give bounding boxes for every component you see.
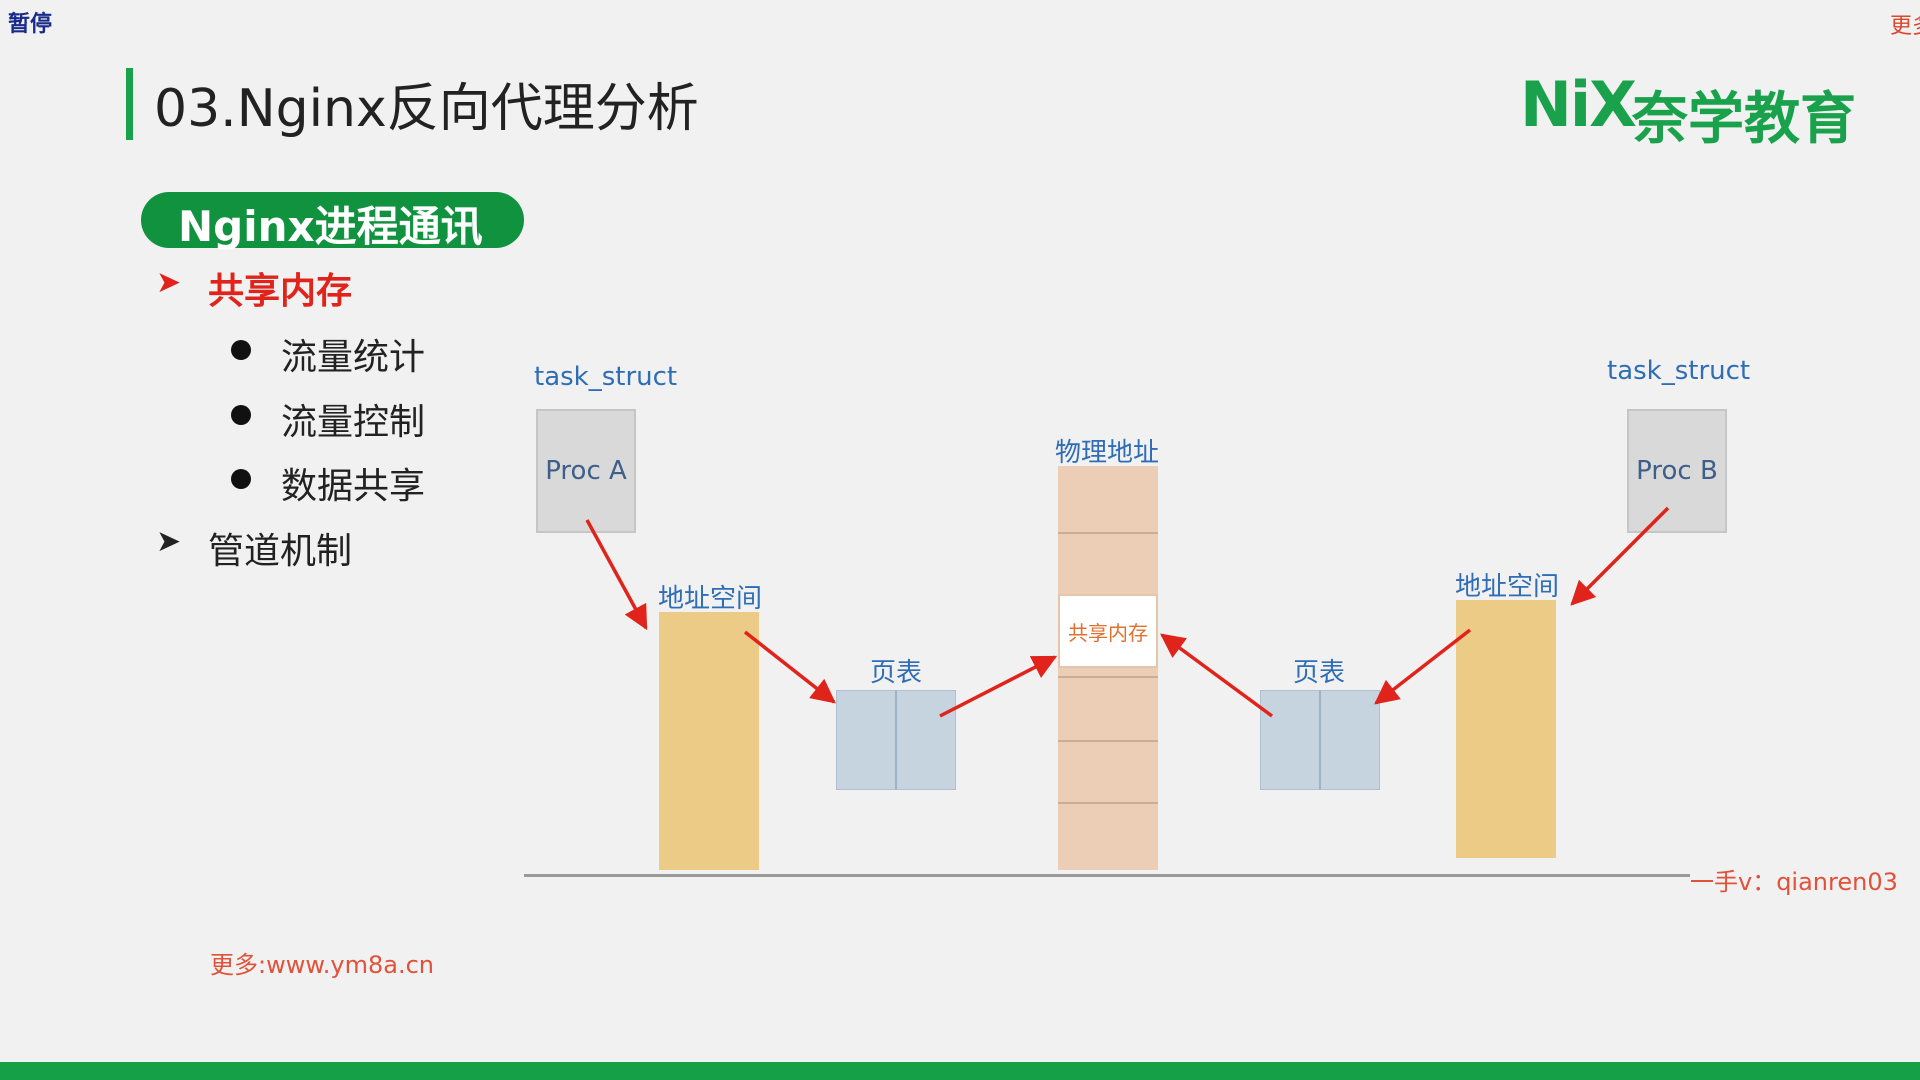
- physical-page-line: [1058, 802, 1158, 804]
- outline-item-shared-memory: 共享内存: [208, 271, 353, 312]
- page-table-divider: [1319, 690, 1321, 790]
- address-space-label-right: 地址空间: [1455, 572, 1560, 602]
- proc-a-box: Proc A: [536, 409, 636, 533]
- physical-page-line: [1058, 740, 1158, 742]
- arrow-address-space-to-page-table-right: [1374, 628, 1472, 705]
- more-link-corner[interactable]: 更多: [1890, 14, 1920, 39]
- shared-memory-cell: 共享内存: [1058, 594, 1158, 668]
- proc-a-label: Proc A: [545, 456, 627, 486]
- section-title: Nginx进程通讯: [178, 202, 483, 251]
- diagram-baseline: [524, 874, 1690, 877]
- arrow-page-table-left-to-shared-memory: [939, 655, 1058, 718]
- shared-memory-label: 共享内存: [1068, 620, 1148, 645]
- page-table-divider: [895, 690, 897, 790]
- bullet-icon: [231, 469, 251, 489]
- wechat-watermark: 一手v：qianren03: [1690, 868, 1898, 896]
- title-accent-bar: [126, 68, 133, 140]
- page-title: 03.Nginx反向代理分析: [154, 79, 699, 139]
- subitem-traffic-stats: 流量统计: [281, 337, 426, 378]
- page-table-label-left: 页表: [870, 658, 923, 688]
- arrow-proc-a-to-address-space: [585, 519, 648, 631]
- physical-page-line: [1058, 676, 1158, 678]
- bullet-icon: [231, 340, 251, 360]
- outline-item-pipe-mechanism: 管道机制: [208, 531, 353, 572]
- subitem-traffic-control: 流量控制: [281, 402, 426, 443]
- arrow-address-space-to-page-table-left: [743, 630, 836, 704]
- arrow-right-icon: ➤: [156, 524, 182, 559]
- address-space-right: [1456, 600, 1556, 858]
- physical-page-line: [1058, 532, 1158, 534]
- arrow-proc-b-to-address-space: [1570, 506, 1670, 606]
- page-table-label-right: 页表: [1293, 658, 1346, 688]
- subitem-data-sharing: 数据共享: [281, 466, 426, 507]
- task-struct-label-left: task_struct: [534, 362, 678, 392]
- bullet-icon: [231, 405, 251, 425]
- footer-more-link[interactable]: 更多:www.ym8a.cn: [210, 951, 434, 979]
- address-space-left: [659, 612, 759, 870]
- pause-button[interactable]: 暂停: [8, 12, 53, 37]
- brand-logo-text: 奈学教育: [1632, 87, 1856, 152]
- section-pill: [141, 192, 524, 248]
- arrow-right-icon: ➤: [156, 265, 182, 300]
- address-space-label-left: 地址空间: [658, 584, 763, 614]
- proc-b-box: Proc B: [1627, 409, 1727, 533]
- physical-address-label: 物理地址: [1055, 438, 1160, 468]
- brand-logo-mark: NiX: [1520, 68, 1637, 141]
- proc-b-label: Proc B: [1636, 456, 1718, 486]
- bottom-accent-bar: [0, 1062, 1920, 1080]
- arrow-page-table-right-to-shared-memory: [1160, 633, 1274, 718]
- task-struct-label-right: task_struct: [1607, 356, 1751, 386]
